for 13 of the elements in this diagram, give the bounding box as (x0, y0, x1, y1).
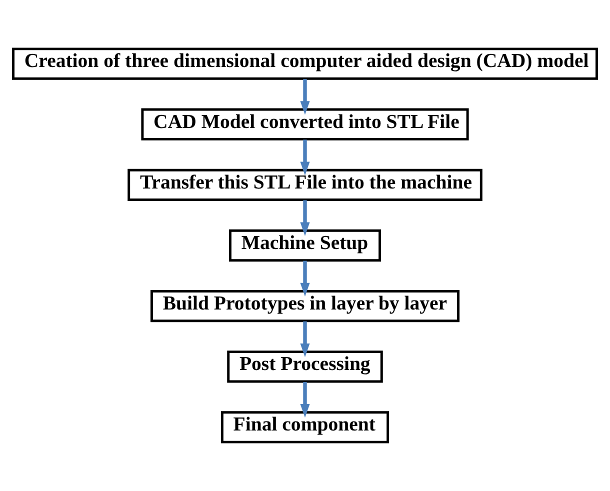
node-box: Transfer this STL File into the machine (128, 168, 482, 201)
arrow (300, 200, 310, 236)
node-box: Post Processing (227, 350, 383, 383)
arrow (300, 382, 310, 418)
node-box: Final component (220, 411, 390, 444)
arrow (300, 321, 310, 358)
arrow (300, 79, 310, 115)
arrow (300, 140, 310, 176)
node-box: Build Prototypes in layer by layer (150, 290, 460, 322)
node-box: Machine Setup (228, 229, 382, 262)
arrow (300, 260, 310, 297)
node-box: CAD Model converted into STL File (141, 108, 469, 140)
node-box: Creation of three dimensional computer aided design (CAD) model (12, 48, 598, 80)
